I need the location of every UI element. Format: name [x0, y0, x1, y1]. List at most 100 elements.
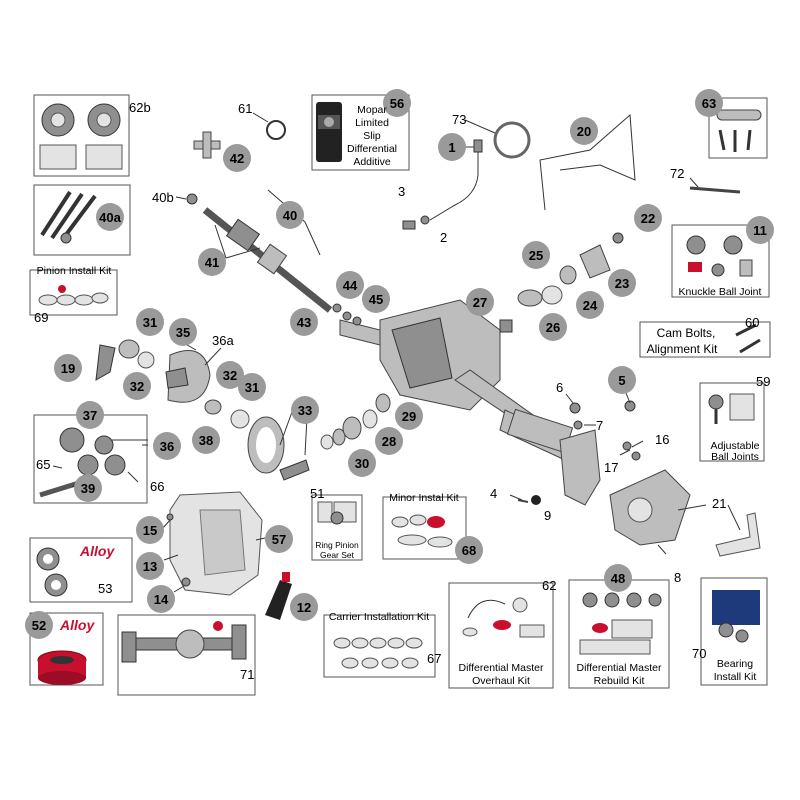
svg-text:14: 14 [154, 592, 169, 607]
label-73: 73 [452, 112, 466, 127]
svg-text:52: 52 [32, 618, 46, 633]
callout-33: 33 [291, 396, 319, 424]
rebuild-kit-illustration [579, 592, 662, 655]
callout-40a: 40a [96, 203, 124, 231]
label-62: 62 [542, 578, 556, 593]
callout-15: 15 [136, 516, 164, 544]
callout-40: 40 [276, 201, 304, 229]
callout-42: 42 [223, 144, 251, 172]
label-9: 9 [544, 508, 551, 523]
callout-32-left: 32 [123, 372, 151, 400]
track-bar-bracket-21 [715, 512, 761, 557]
callout-30: 30 [348, 449, 376, 477]
callout-24: 24 [576, 291, 604, 319]
fill-plug-14 [181, 577, 191, 587]
inner-axle-shaft [186, 193, 333, 313]
label-70: 70 [692, 646, 706, 661]
cam-bolts-title-2: Alignment Kit [647, 342, 718, 356]
alloy-logo-bearing: Alloy [59, 617, 95, 633]
rebuild-kit-title-2: Rebuild Kit [594, 675, 645, 687]
label-62b: 62b [129, 100, 151, 115]
svg-text:45: 45 [369, 292, 383, 307]
label-17: 17 [604, 460, 618, 475]
svg-text:39: 39 [81, 481, 95, 496]
mopar-bottle-illustration [316, 102, 342, 162]
svg-text:33: 33 [298, 403, 312, 418]
callout-22: 22 [634, 204, 662, 232]
label-21: 21 [712, 496, 726, 511]
knuckle-ball-joint-illustration [686, 235, 753, 277]
axle-nuts-small-parts [332, 303, 362, 326]
svg-text:42: 42 [230, 151, 244, 166]
svg-text:30: 30 [355, 456, 369, 471]
callout-31-lower: 31 [238, 373, 266, 401]
cover-bolt-15 [166, 513, 174, 521]
callout-44: 44 [336, 271, 364, 299]
callout-36: 36 [153, 432, 181, 460]
minor-install-kit-box [382, 496, 467, 560]
mopar-text-3: Slip [363, 130, 381, 142]
callout-12: 12 [290, 593, 318, 621]
mopar-text-4: Differential [347, 143, 397, 155]
callout-25: 25 [522, 241, 550, 269]
alloy-logo-seal: Alloy [79, 543, 115, 559]
label-53: 53 [98, 581, 112, 596]
callout-29: 29 [395, 402, 423, 430]
svg-text:24: 24 [583, 298, 598, 313]
seal-illustration [36, 547, 68, 597]
svg-text:13: 13 [143, 559, 157, 574]
mopar-text-2: Limited [355, 117, 389, 129]
ring-gear-pinion-33 [247, 416, 310, 481]
svg-text:41: 41 [205, 255, 219, 270]
vent-tube-1 [429, 139, 483, 221]
gear-set-illustration [39, 103, 123, 170]
label-65: 65 [36, 457, 50, 472]
label-40b: 40b [152, 190, 174, 205]
label-60: 60 [745, 315, 759, 330]
svg-text:11: 11 [753, 223, 767, 238]
sealant-tube-12 [265, 572, 292, 620]
minor-install-kit-illustration [391, 514, 453, 548]
label-4: 4 [490, 486, 497, 501]
callout-31-upper: 31 [136, 308, 164, 336]
svg-text:25: 25 [529, 248, 543, 263]
svg-text:23: 23 [615, 276, 629, 291]
axle-shaft-illustration [40, 190, 97, 244]
differential-housing [339, 299, 541, 431]
rebuild-kit-title-1: Differential Master [576, 662, 662, 674]
overhaul-kit-title-1: Differential Master [458, 662, 544, 674]
svg-text:20: 20 [577, 124, 591, 139]
knuckle-ball-joint-title: Knuckle Ball Joint [679, 286, 762, 298]
callout-57: 57 [265, 525, 293, 553]
callout-45: 45 [362, 285, 390, 313]
svg-text:31: 31 [143, 315, 157, 330]
svg-text:27: 27 [473, 295, 487, 310]
mopar-text-5: Additive [353, 156, 391, 168]
svg-text:19: 19 [61, 361, 75, 376]
callout-41: 41 [198, 248, 226, 276]
label-72: 72 [670, 166, 684, 181]
callout-27: 27 [466, 288, 494, 316]
callout-28: 28 [375, 427, 403, 455]
red-bearing-illustration [37, 650, 87, 685]
mopar-text-1: Mopar [357, 104, 387, 116]
callout-52: 52 [25, 611, 53, 639]
callout-5: 5 [608, 366, 636, 394]
label-6: 6 [556, 380, 563, 395]
vent-fitting-2-3 [402, 215, 430, 230]
pinion-bearings [320, 393, 391, 450]
callout-19: 19 [54, 354, 82, 382]
bearing-install-title-1: Bearing [717, 658, 753, 670]
svg-text:40: 40 [283, 208, 297, 223]
carrier-shim-illustration [333, 637, 423, 669]
wheel-bearing-stack [499, 232, 624, 333]
ring-pinion-illustration [317, 501, 357, 525]
svg-text:26: 26 [546, 320, 560, 335]
overhaul-kit-illustration [462, 597, 545, 638]
svg-text:43: 43 [297, 315, 311, 330]
tie-rod-bolt-72 [689, 186, 741, 194]
svg-text:57: 57 [272, 532, 286, 547]
callout-26: 26 [539, 313, 567, 341]
label-51: 51 [310, 486, 324, 501]
callout-56: 56 [383, 89, 411, 117]
